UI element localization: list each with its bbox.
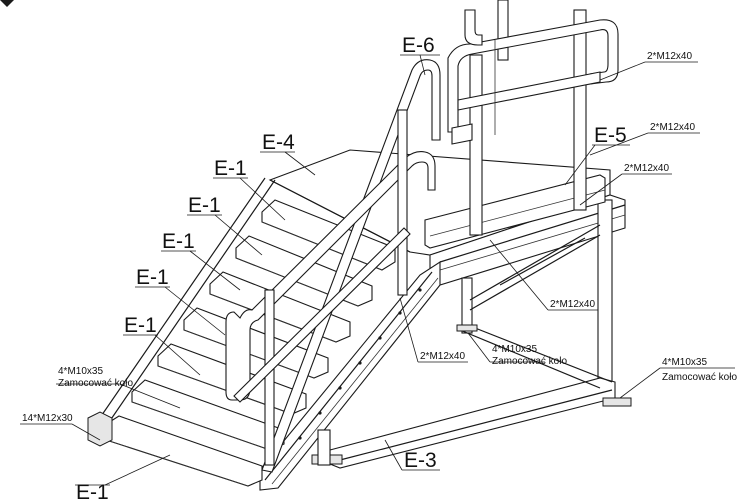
callout-bolt-center: 2*M12x40 bbox=[550, 299, 595, 310]
callout-mid-count: 4*M10x35 bbox=[492, 344, 537, 355]
callout-left-count: 4*M10x35 bbox=[58, 366, 103, 377]
callout-left-note: Zamocować koło bbox=[58, 378, 133, 389]
platform-guardrail bbox=[447, 0, 619, 236]
part-labels: E-6 E-5 E-4 E-1 E-1 E-1 E-1 E-1 E-1 E-3 bbox=[76, 34, 627, 500]
label-e6: E-6 bbox=[402, 34, 435, 57]
label-e1-c: E-1 bbox=[162, 230, 195, 253]
label-e3: E-3 bbox=[404, 449, 437, 472]
callout-bolt-stringer: 2*M12x40 bbox=[420, 351, 465, 362]
callout-bolt-mid2: 2*M12x40 bbox=[624, 163, 669, 174]
label-e1-b: E-1 bbox=[188, 194, 221, 217]
label-e4: E-4 bbox=[262, 131, 295, 154]
bolt-callouts: 2*M12x40 2*M12x40 2*M12x40 2*M12x40 2*M1… bbox=[22, 51, 737, 424]
stringer-bolts bbox=[298, 288, 422, 440]
label-e1-bottom: E-1 bbox=[76, 481, 109, 500]
label-e1-e: E-1 bbox=[124, 314, 157, 337]
label-e1-d: E-1 bbox=[136, 266, 169, 289]
stair-stringer bbox=[259, 260, 441, 491]
label-e1-a: E-1 bbox=[214, 157, 247, 180]
callout-mid-note: Zamocować koło bbox=[492, 356, 567, 367]
callout-right-count: 4*M10x35 bbox=[662, 357, 707, 368]
label-e5: E-5 bbox=[594, 124, 627, 147]
callout-bolt-top: 2*M12x40 bbox=[647, 51, 692, 62]
corner-mark bbox=[0, 0, 14, 7]
platform-frame bbox=[268, 149, 632, 469]
callout-right-note: Zamocować koło bbox=[662, 372, 737, 383]
callout-bolt-mid1: 2*M12x40 bbox=[650, 122, 695, 133]
leader-lines bbox=[20, 54, 735, 486]
callout-bolt-bottom: 14*M12x30 bbox=[22, 413, 73, 424]
